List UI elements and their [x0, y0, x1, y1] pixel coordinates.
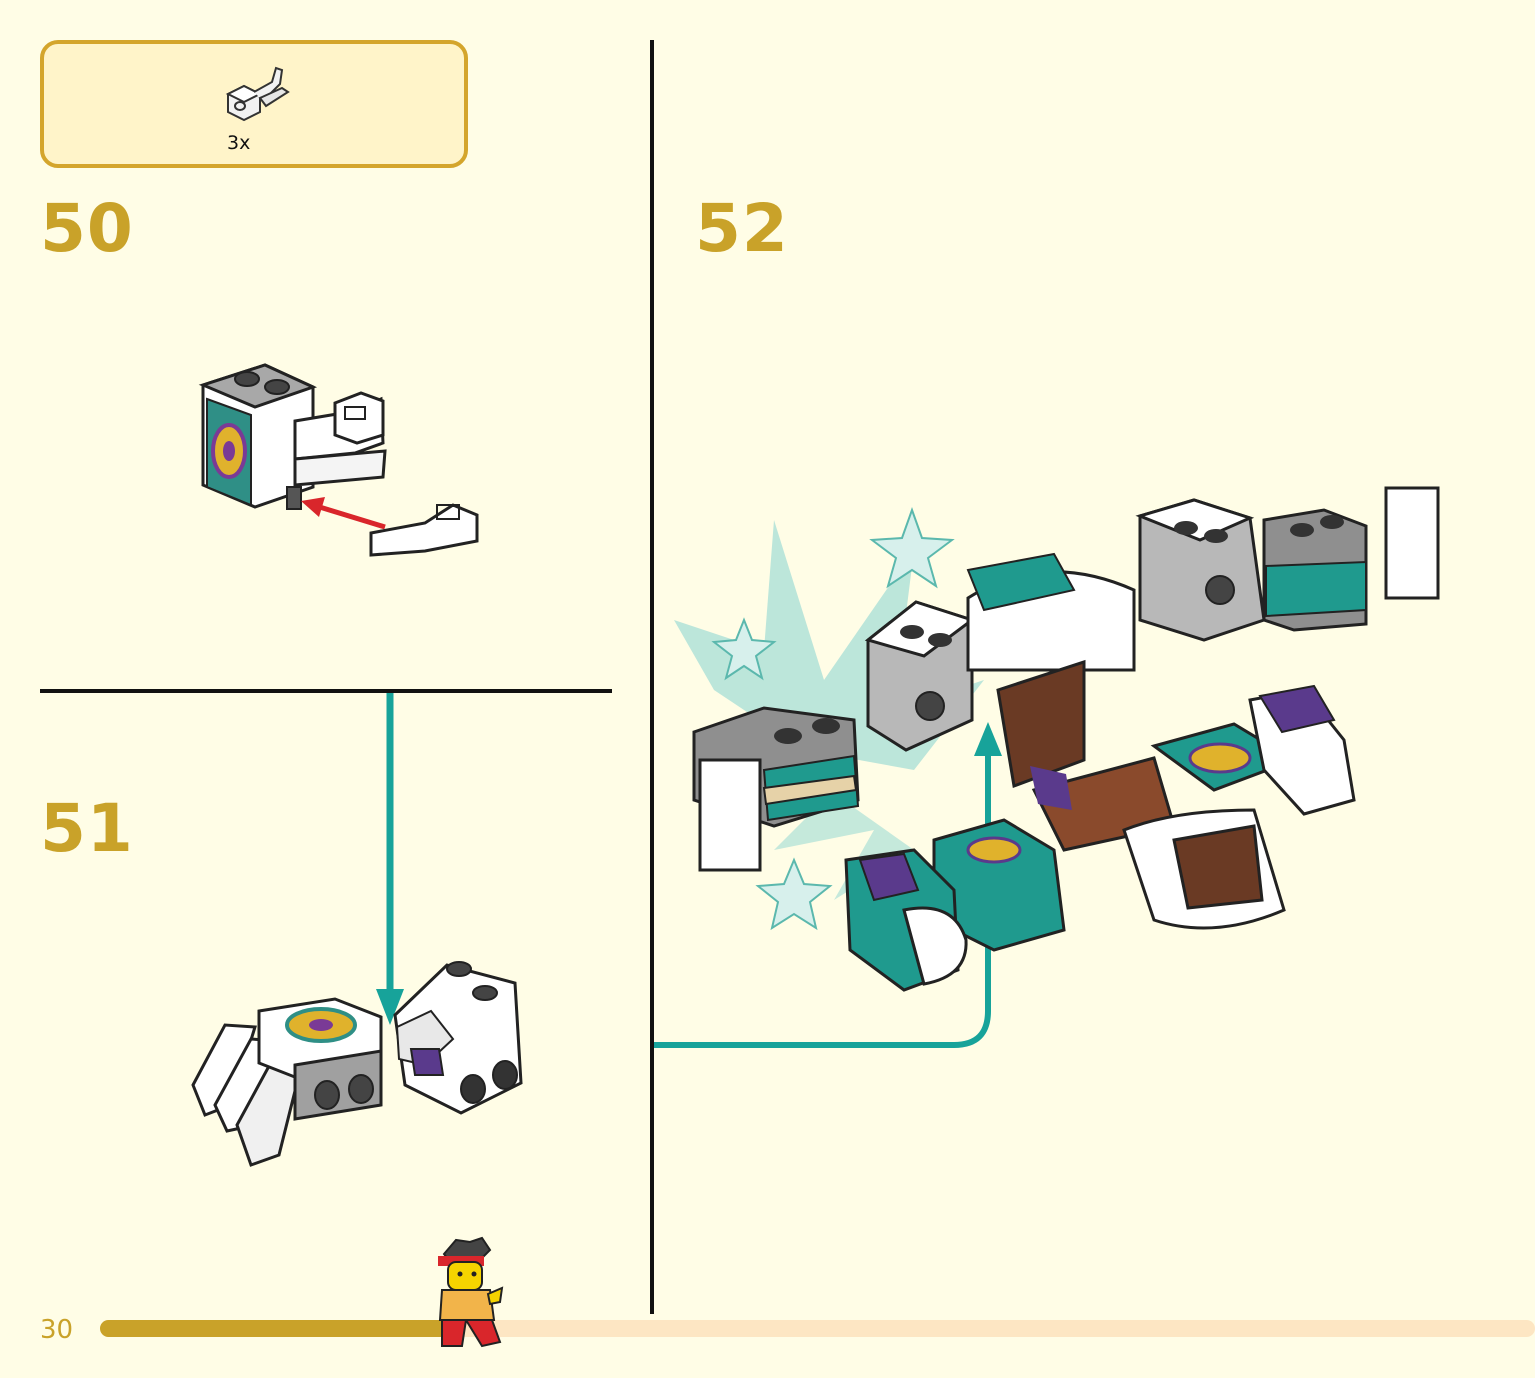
step-number-52: 52 [695, 190, 789, 267]
progress-fill [100, 1320, 459, 1337]
page-number: 30 [40, 1315, 74, 1345]
part-quantity: 3x [227, 132, 251, 154]
horizontal-divider [40, 689, 612, 693]
step-51-teal-arrow [372, 689, 408, 1025]
step-number-51: 51 [40, 790, 134, 867]
step-number-50: 50 [40, 190, 134, 267]
vertical-divider [650, 40, 654, 1314]
step-52-assembly-illustration [654, 486, 1440, 1048]
clip-bracket-icon [225, 66, 290, 122]
step-50-assembly-illustration [198, 363, 479, 557]
parts-callout-box: 3x [40, 40, 468, 168]
step-51-assembly-illustration [191, 961, 523, 1167]
minifigure-runner-icon [438, 1236, 504, 1348]
